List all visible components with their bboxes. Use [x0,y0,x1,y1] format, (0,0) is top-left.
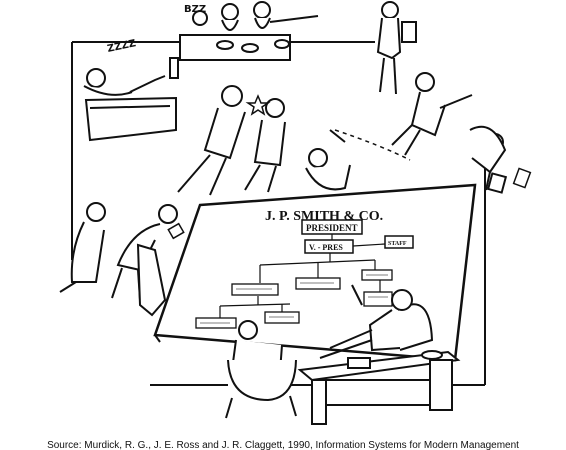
president-box-label: PRESIDENT [306,223,358,233]
staff-box [384,235,414,249]
figure-caption: Source: Murdick, R. G., J. E. Ross and J… [47,440,519,450]
seated-man-chair [225,320,297,419]
snore-text: ZZZZ [106,38,137,55]
slingshot-boy [305,129,351,191]
loose-papers [167,167,532,240]
sleeping-worker-desk [83,57,179,142]
executive-in-chair [319,284,434,359]
staff-box-label: STAFF [388,241,407,247]
executive-desk [297,350,461,425]
vice-president-box [304,239,354,254]
buzz-text: BZZ [184,4,206,15]
falling-man [391,72,473,156]
org-chart-board: J. P. SMITH & CO. PRESIDENT V. - PRES ST… [153,183,477,362]
standing-clerk [376,1,417,95]
org-chart-connectors [219,253,381,318]
fighting-men [177,85,286,196]
projectile-path [334,129,411,161]
vice-president-box-label: V. - PRES [309,243,343,252]
hunched-runner [469,125,508,194]
impact-star [245,94,271,116]
meeting-desk [179,34,291,61]
pushing-workers [59,202,178,317]
meeting-figures [192,1,319,31]
